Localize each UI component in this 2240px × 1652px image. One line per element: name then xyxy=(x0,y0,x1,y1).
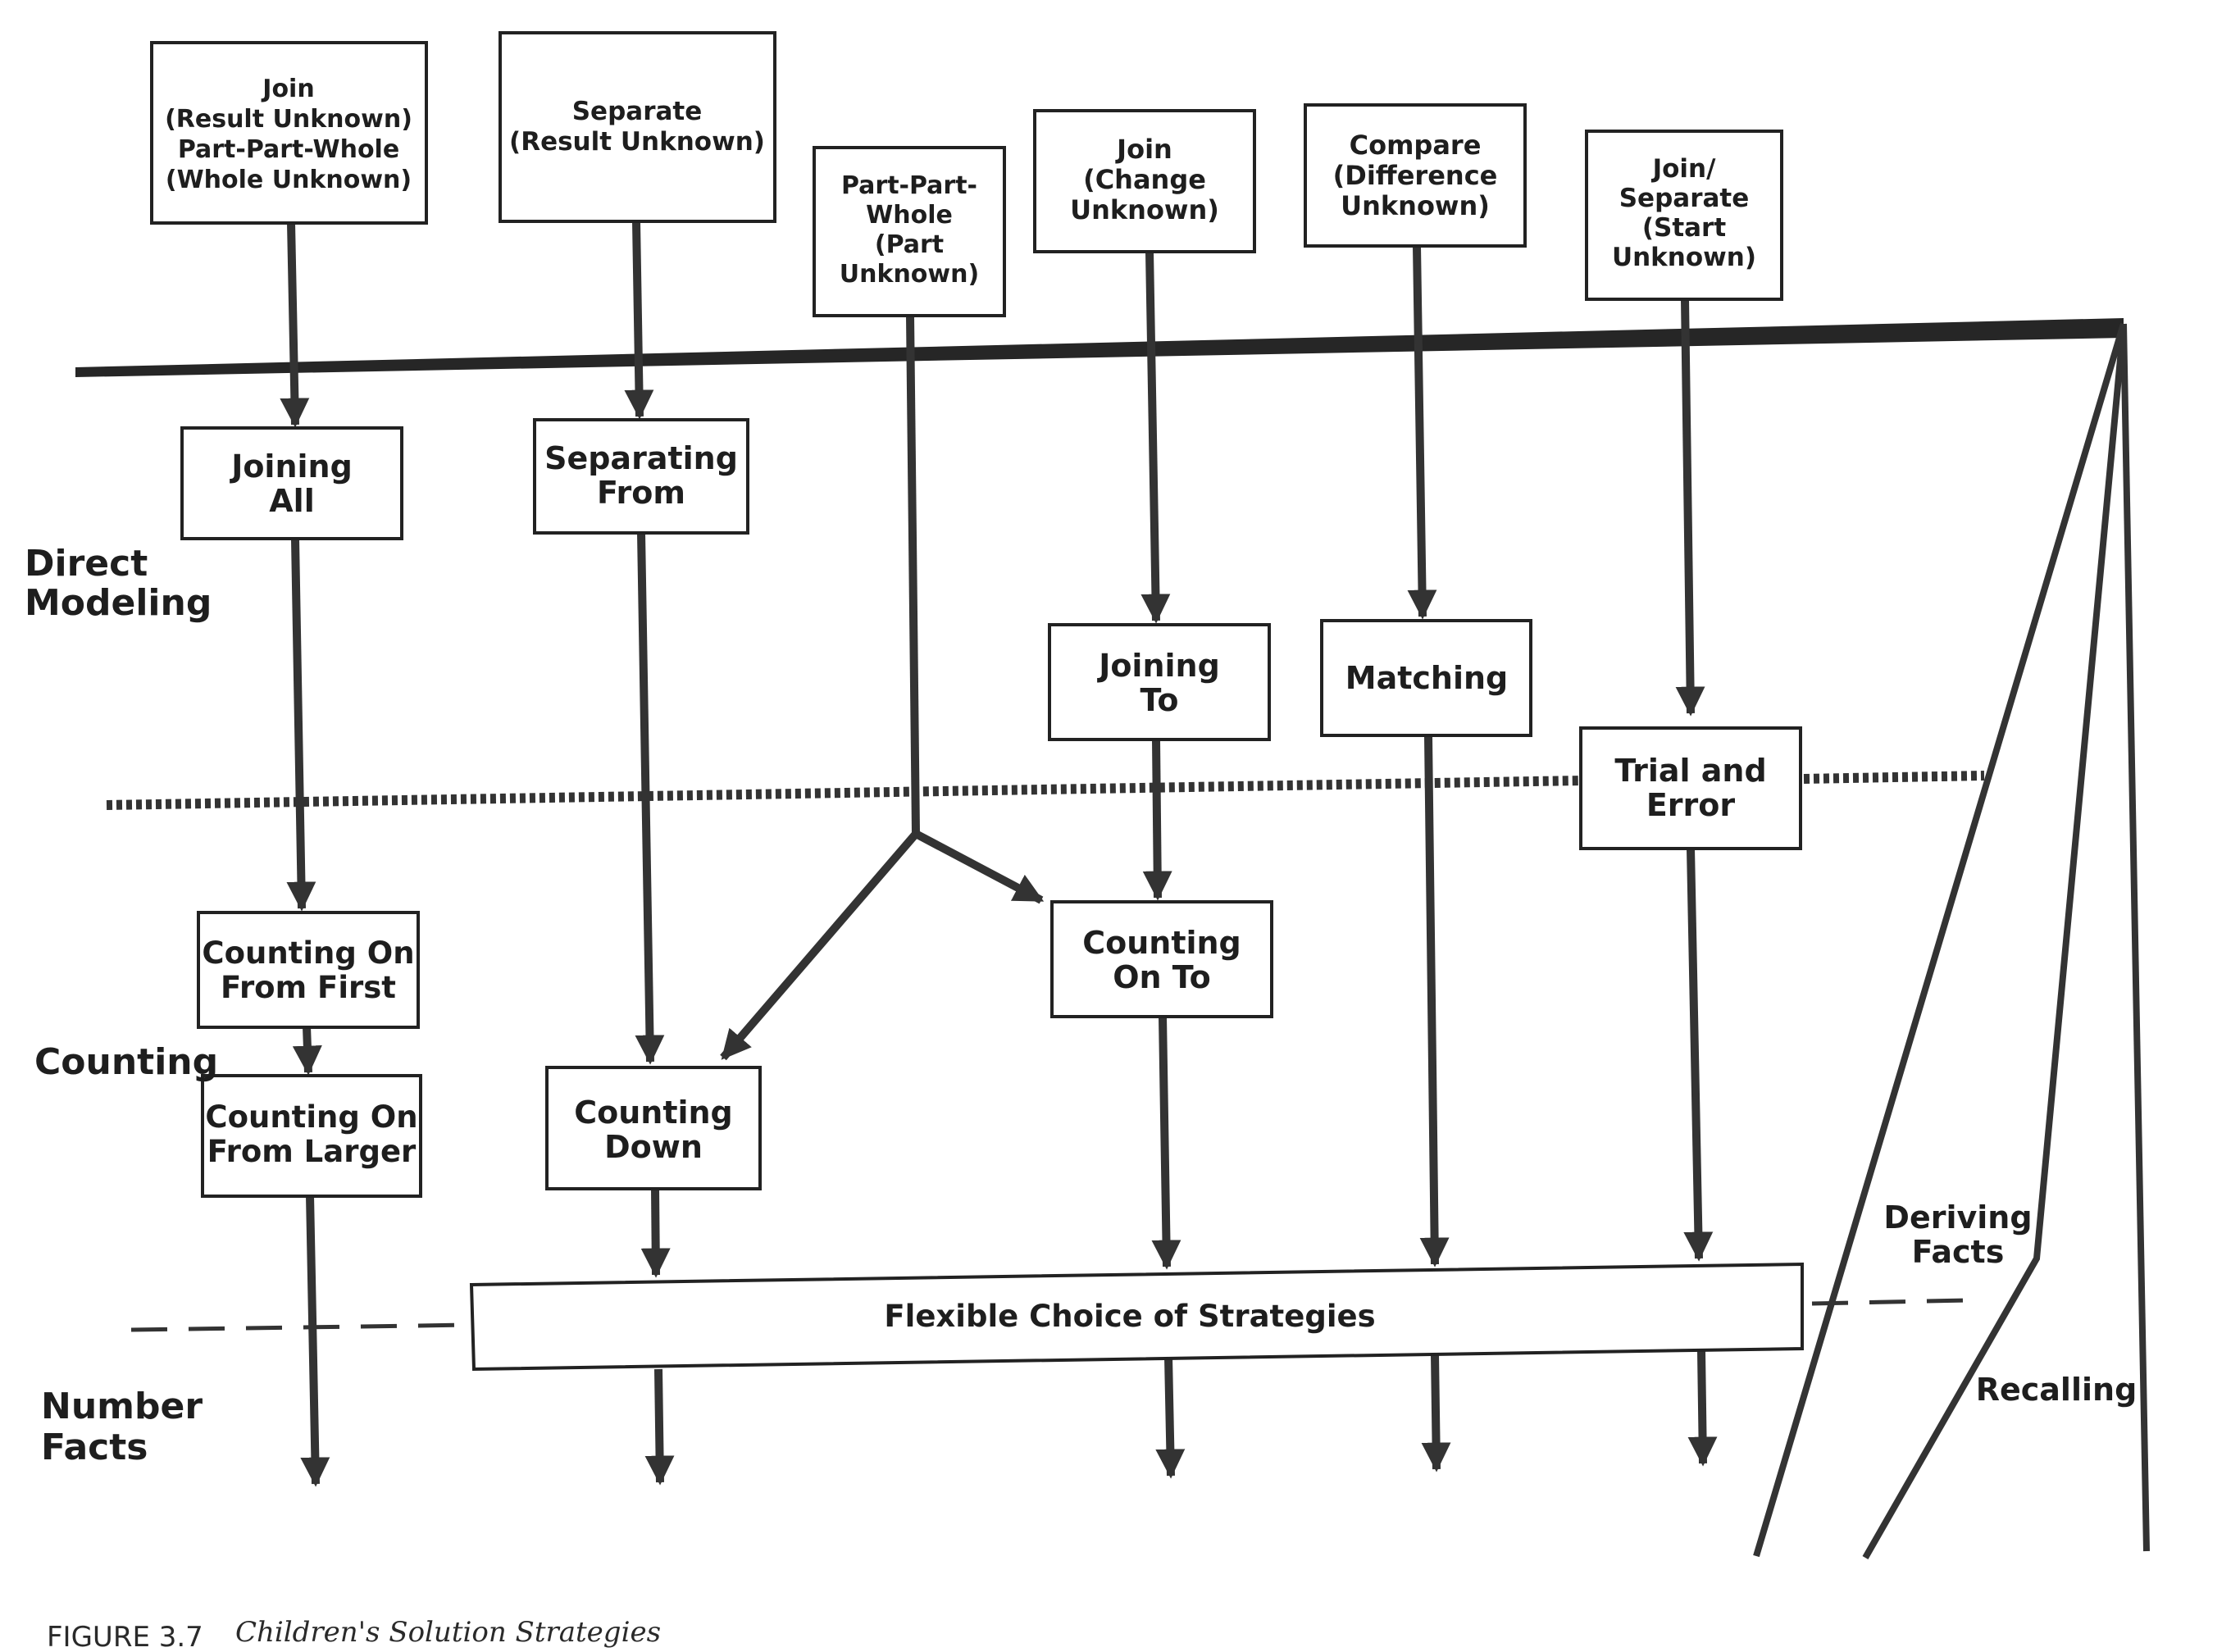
box-counting-down: Counting Down xyxy=(545,1066,762,1190)
box-line: (Result Unknown) xyxy=(509,127,765,157)
level-line: Direct xyxy=(25,543,148,585)
box-join-change-unknown: Join (Change Unknown) xyxy=(1033,109,1256,253)
box-line: From xyxy=(597,475,685,511)
flow-arrows xyxy=(280,221,1718,1487)
level-counting: Counting xyxy=(34,1041,218,1083)
box-line: Counting On xyxy=(205,1099,417,1135)
level-direct-modeling: Direct Modeling xyxy=(25,543,212,624)
box-line: From Larger xyxy=(207,1134,417,1169)
box-counting-on-to: Counting On To xyxy=(1050,900,1273,1018)
box-matching: Matching xyxy=(1320,619,1532,737)
dashed-level-divider xyxy=(130,1298,1969,1332)
box-line: Counting xyxy=(574,1095,733,1131)
box-line: Flexible Choice of Strategies xyxy=(884,1299,1375,1334)
box-line: Trial and xyxy=(1614,753,1766,789)
box-line: (Change xyxy=(1083,164,1206,195)
box-line: Compare xyxy=(1350,130,1482,161)
box-trial-and-error: Trial and Error xyxy=(1579,726,1802,850)
box-line: Joining xyxy=(1096,648,1220,684)
box-line: Separate xyxy=(1619,184,1750,213)
box-line: Joining xyxy=(229,448,353,485)
box-line: Join xyxy=(261,75,314,103)
box-line: Unknown) xyxy=(1612,243,1756,272)
box-separate-result-unknown: Separate (Result Unknown) xyxy=(499,31,776,223)
box-line: Whole xyxy=(866,201,953,230)
box-flexible-choice-of-strategies: Flexible Choice of Strategies xyxy=(469,1262,1804,1372)
box-line: (Start xyxy=(1642,213,1727,243)
box-joining-all: Joining All xyxy=(180,426,403,540)
box-line: Matching xyxy=(1345,660,1508,696)
box-line: Unknown) xyxy=(1070,194,1219,225)
dotted-level-divider xyxy=(106,771,1985,810)
box-join-result-unknown: Join (Result Unknown) Part-Part-Whole (W… xyxy=(150,41,428,225)
figure-title: Children's Solution Strategies xyxy=(235,1616,661,1649)
box-compare-difference-unknown: Compare (Difference Unknown) xyxy=(1304,103,1527,248)
box-line: Counting On xyxy=(202,935,414,971)
box-line: Error xyxy=(1646,787,1736,823)
box-line: Join/ xyxy=(1651,154,1717,184)
box-line: From First xyxy=(221,970,396,1005)
box-joining-to: Joining To xyxy=(1048,623,1271,741)
level-number-facts: Number Facts xyxy=(41,1386,203,1468)
level-line: Modeling xyxy=(25,582,212,624)
box-line: (Part xyxy=(875,230,944,259)
box-line: Counting xyxy=(1082,925,1241,961)
box-line: On To xyxy=(1113,959,1211,995)
box-line: Unknown) xyxy=(840,260,979,289)
level-line: Number xyxy=(41,1386,203,1427)
box-part-part-whole-part-unknown: Part-Part- Whole (Part Unknown) xyxy=(813,146,1006,317)
box-line: All xyxy=(269,483,314,519)
box-line: (Whole Unknown) xyxy=(166,166,412,194)
box-line: (Result Unknown) xyxy=(165,105,412,134)
box-line: Separating xyxy=(544,440,738,476)
label-line: Facts xyxy=(1912,1234,2005,1270)
level-line: Counting xyxy=(34,1041,218,1083)
label-deriving-facts: Deriving Facts xyxy=(1883,1199,2032,1270)
box-line: Down xyxy=(604,1129,703,1165)
box-join-separate-start-unknown: Join/ Separate (Start Unknown) xyxy=(1585,130,1783,301)
label-line: Deriving xyxy=(1883,1199,2032,1236)
box-line: Part-Part-Whole xyxy=(178,135,399,164)
box-line: Separate xyxy=(572,97,703,126)
level-line: Facts xyxy=(41,1427,148,1468)
main-horizontal-bar xyxy=(75,318,2124,377)
box-line: Part-Part- xyxy=(841,171,977,200)
box-line: To xyxy=(1140,682,1179,718)
box-line: (Difference xyxy=(1333,160,1498,191)
box-separating-from: Separating From xyxy=(533,418,749,535)
box-line: Unknown) xyxy=(1341,190,1490,221)
figure-label: FIGURE 3.7 xyxy=(47,1621,203,1652)
box-counting-on-from-larger: Counting On From Larger xyxy=(201,1074,422,1198)
label-recalling: Recalling xyxy=(1976,1372,2138,1408)
fan-lines xyxy=(1753,322,2150,1559)
label-line: Recalling xyxy=(1976,1372,2138,1408)
box-counting-on-from-first: Counting On From First xyxy=(197,911,420,1029)
box-line: Join xyxy=(1115,134,1172,165)
